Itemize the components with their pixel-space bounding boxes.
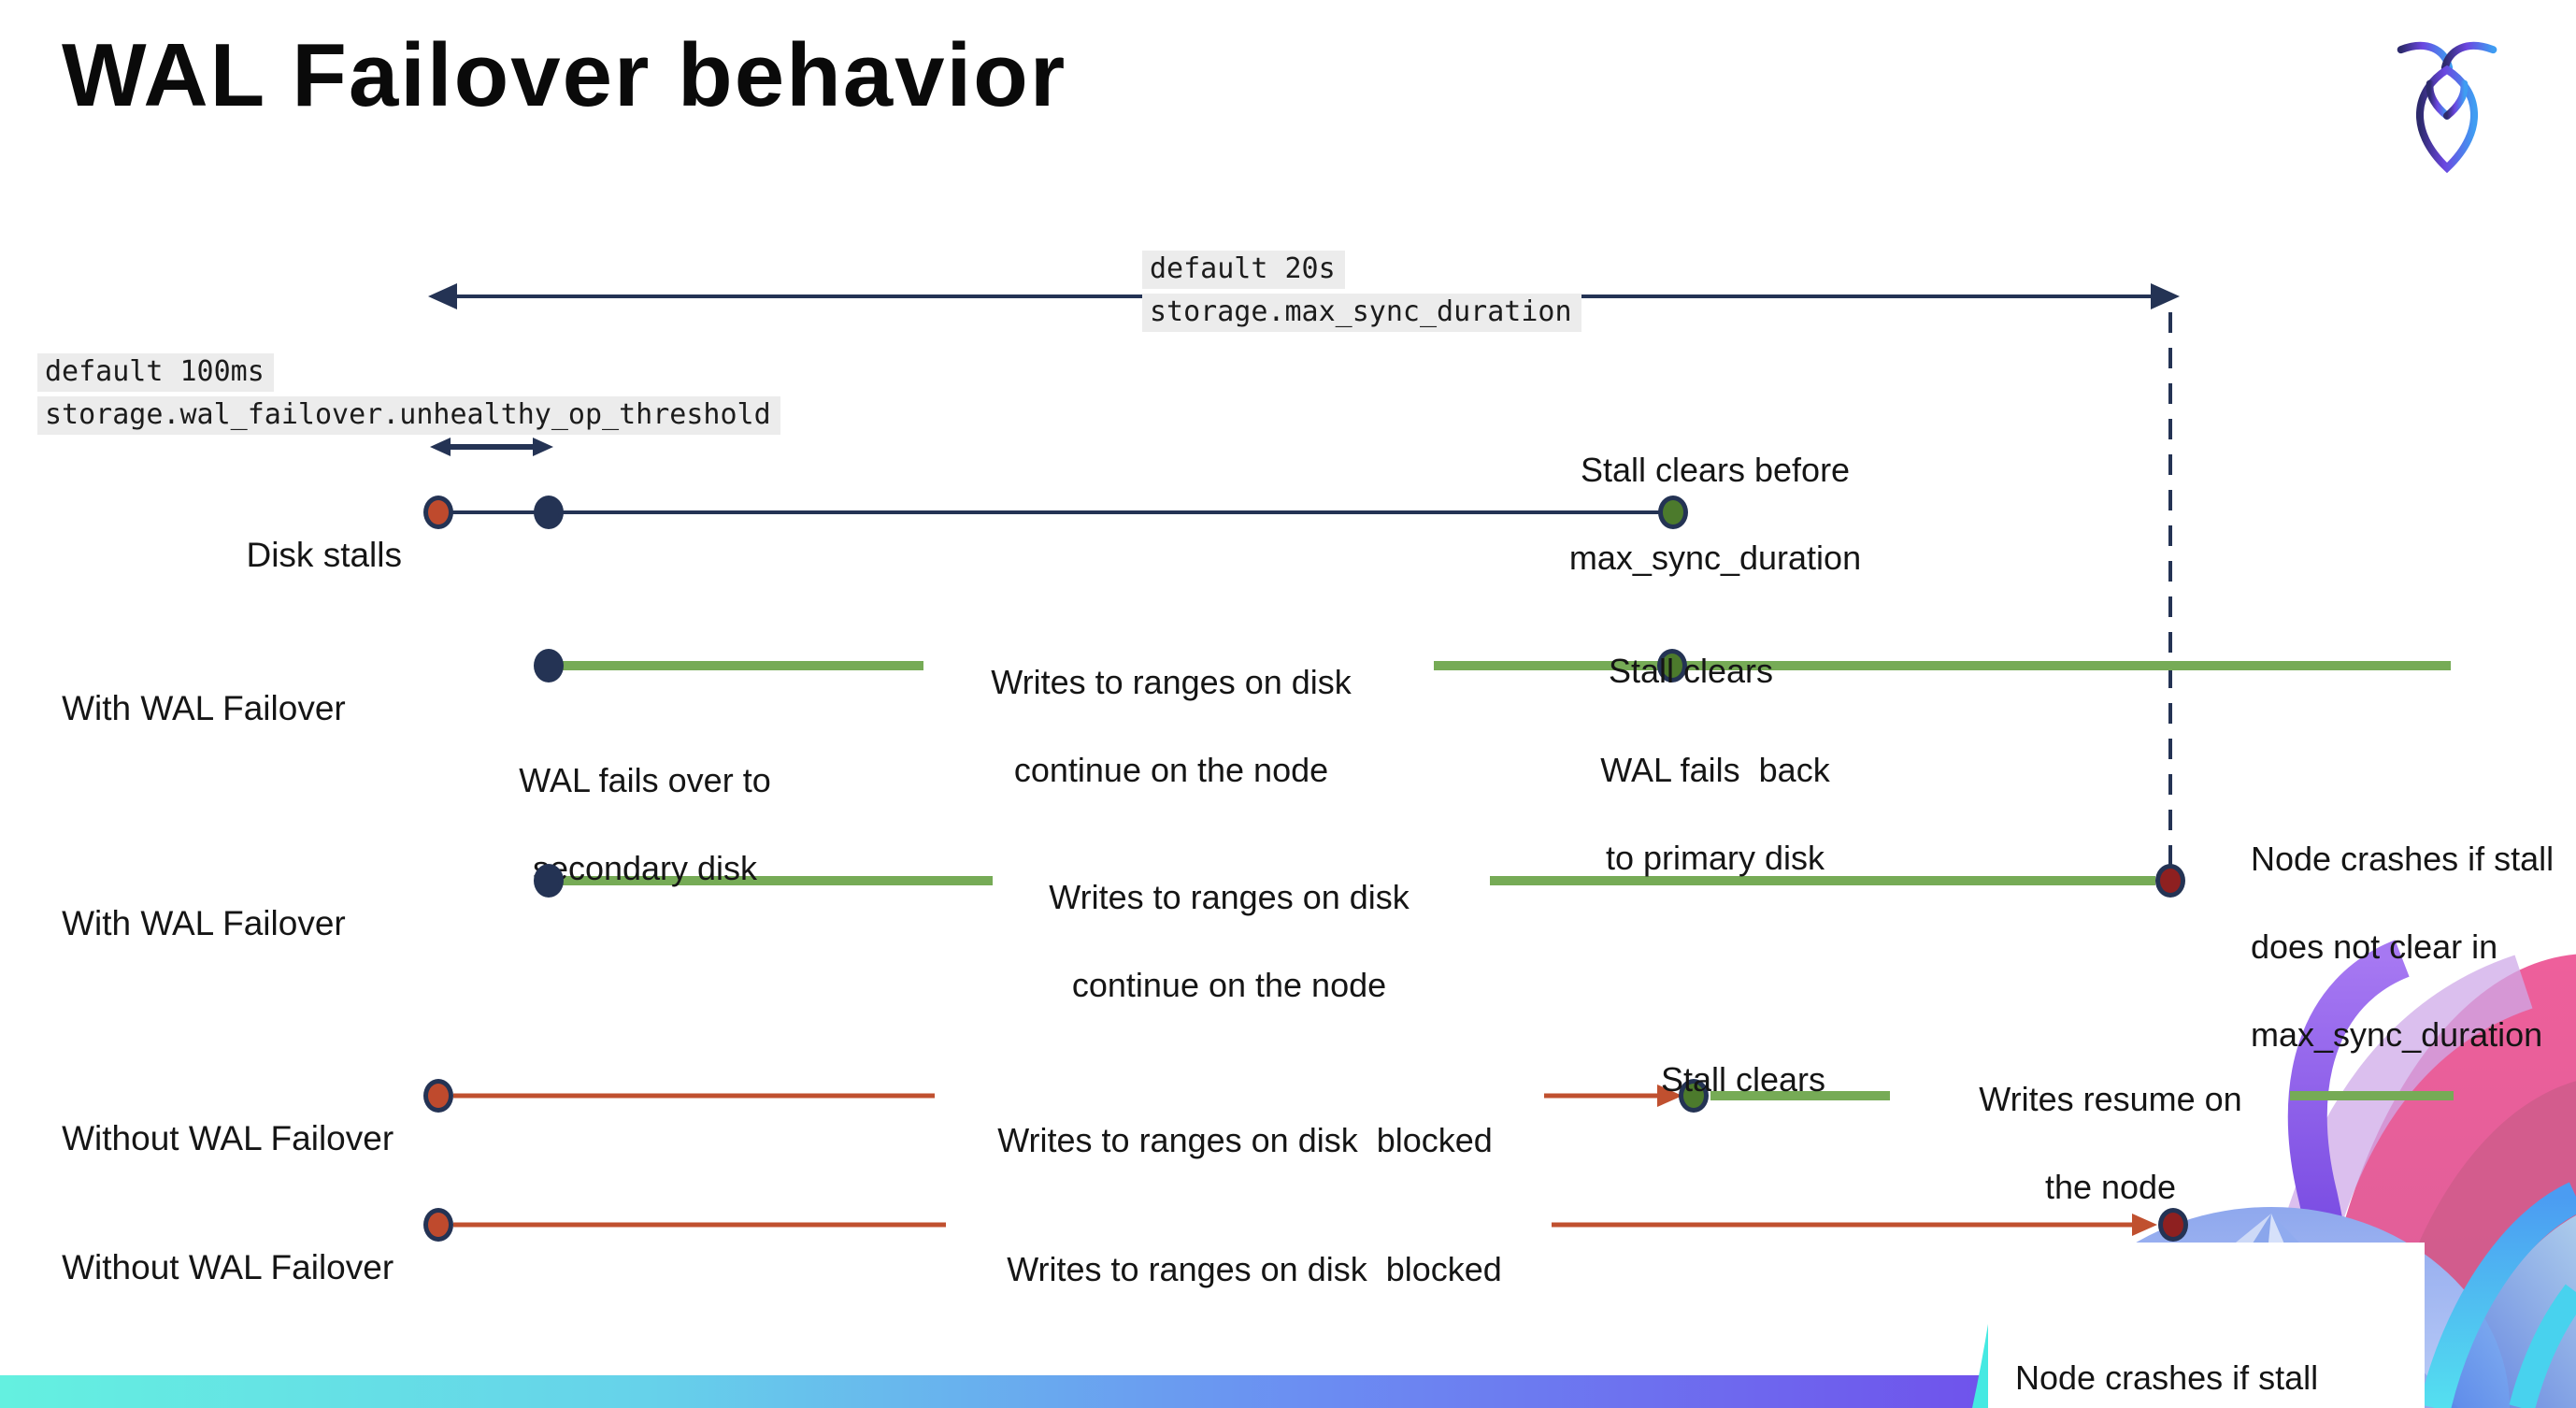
- arrowhead-left-icon: [428, 283, 457, 309]
- annotation-writes-continue: Writes to ranges on disk continue on the…: [1049, 878, 1410, 1004]
- red-arrowhead-icon: [1657, 1085, 1682, 1107]
- stall-clears-dot: [1657, 649, 1687, 682]
- writes-continue-line: [561, 876, 993, 885]
- threshold-span-line: [439, 444, 544, 450]
- writes-blocked-line: [453, 1093, 935, 1099]
- arrowhead-right-icon: [2151, 283, 2180, 309]
- callout-default-value: default 100ms: [37, 353, 274, 392]
- annotation-stall-clears: Stall clears: [1608, 652, 1774, 690]
- row-label-with-wal-failover: With WAL Failover: [62, 904, 346, 942]
- callout-max-sync-duration: default 20s storage.max_sync_duration: [1142, 251, 1581, 337]
- writes-blocked-line: [1544, 1093, 1660, 1099]
- row-label-without-wal-failover: Without WAL Failover: [62, 1248, 394, 1286]
- annotation-stall-clears-before: Stall clears before max_sync_duration: [1568, 451, 1862, 577]
- stall-start-dot: [423, 496, 453, 529]
- node-crash-dot: [2158, 1208, 2188, 1242]
- stall-clears-dot: [1658, 496, 1688, 529]
- callout-default-value: default 20s: [1142, 251, 1345, 289]
- row-label-without-wal-failover: Without WAL Failover: [62, 1119, 394, 1157]
- annotation-writes-continue: Writes to ranges on disk continue on the…: [991, 663, 1352, 789]
- failover-dot: [534, 864, 564, 898]
- annotation-wal-fails-back: WAL fails back to primary disk: [1600, 751, 1830, 877]
- stall-start-dot: [423, 1208, 453, 1242]
- annotation-writes-resume: Writes resume on the node: [1979, 1080, 2242, 1206]
- deadline-dashed-line: [2168, 312, 2172, 866]
- annotation-writes-blocked: Writes to ranges on disk blocked: [1007, 1250, 1502, 1288]
- callout-setting-name: storage.wal_failover.unhealthy_op_thresh…: [37, 396, 780, 435]
- annotation-writes-blocked: Writes to ranges on disk blocked: [997, 1121, 1493, 1159]
- row-label-with-wal-failover: With WAL Failover: [62, 689, 346, 727]
- writes-continue-line: [561, 661, 923, 670]
- failover-dot: [534, 649, 564, 682]
- writes-continue-line: [1434, 661, 2451, 670]
- writes-blocked-line: [453, 1222, 946, 1228]
- stall-start-dot: [423, 1079, 453, 1113]
- callout-unhealthy-op-threshold: default 100ms storage.wal_failover.unhea…: [37, 353, 780, 439]
- writes-continue-line: [1490, 876, 2155, 885]
- annotation-wal-fails-over: WAL fails over to secondary disk: [519, 761, 771, 887]
- annotation-node-crashes: Node crashes if stall does not clear in …: [2251, 840, 2555, 1054]
- writes-blocked-line: [1552, 1222, 2135, 1228]
- red-arrowhead-icon: [2132, 1214, 2157, 1236]
- timeline-stall-line: [438, 510, 1659, 514]
- annotation-node-crashes: Node crashes if stall does not clear in …: [2015, 1358, 2319, 1397]
- row-label-disk-stalls: Disk stalls: [246, 536, 402, 574]
- node-crash-note-box: Node crashes if stall does not clear in …: [1988, 1243, 2425, 1408]
- annotation-stall-clears: Stall clears: [1660, 1060, 1826, 1099]
- stall-clears-dot: [1679, 1079, 1709, 1113]
- node-crash-dot: [2155, 864, 2185, 898]
- cockroachdb-logo-icon: [2397, 42, 2497, 174]
- threshold-dot: [534, 496, 564, 529]
- callout-setting-name: storage.max_sync_duration: [1142, 294, 1581, 332]
- writes-resume-line: [1710, 1091, 1890, 1100]
- arrowhead-right-icon: [533, 438, 553, 456]
- arrowhead-left-icon: [430, 438, 451, 456]
- writes-resume-line: [2290, 1091, 2454, 1100]
- page-title: WAL Failover behavior: [62, 25, 1067, 125]
